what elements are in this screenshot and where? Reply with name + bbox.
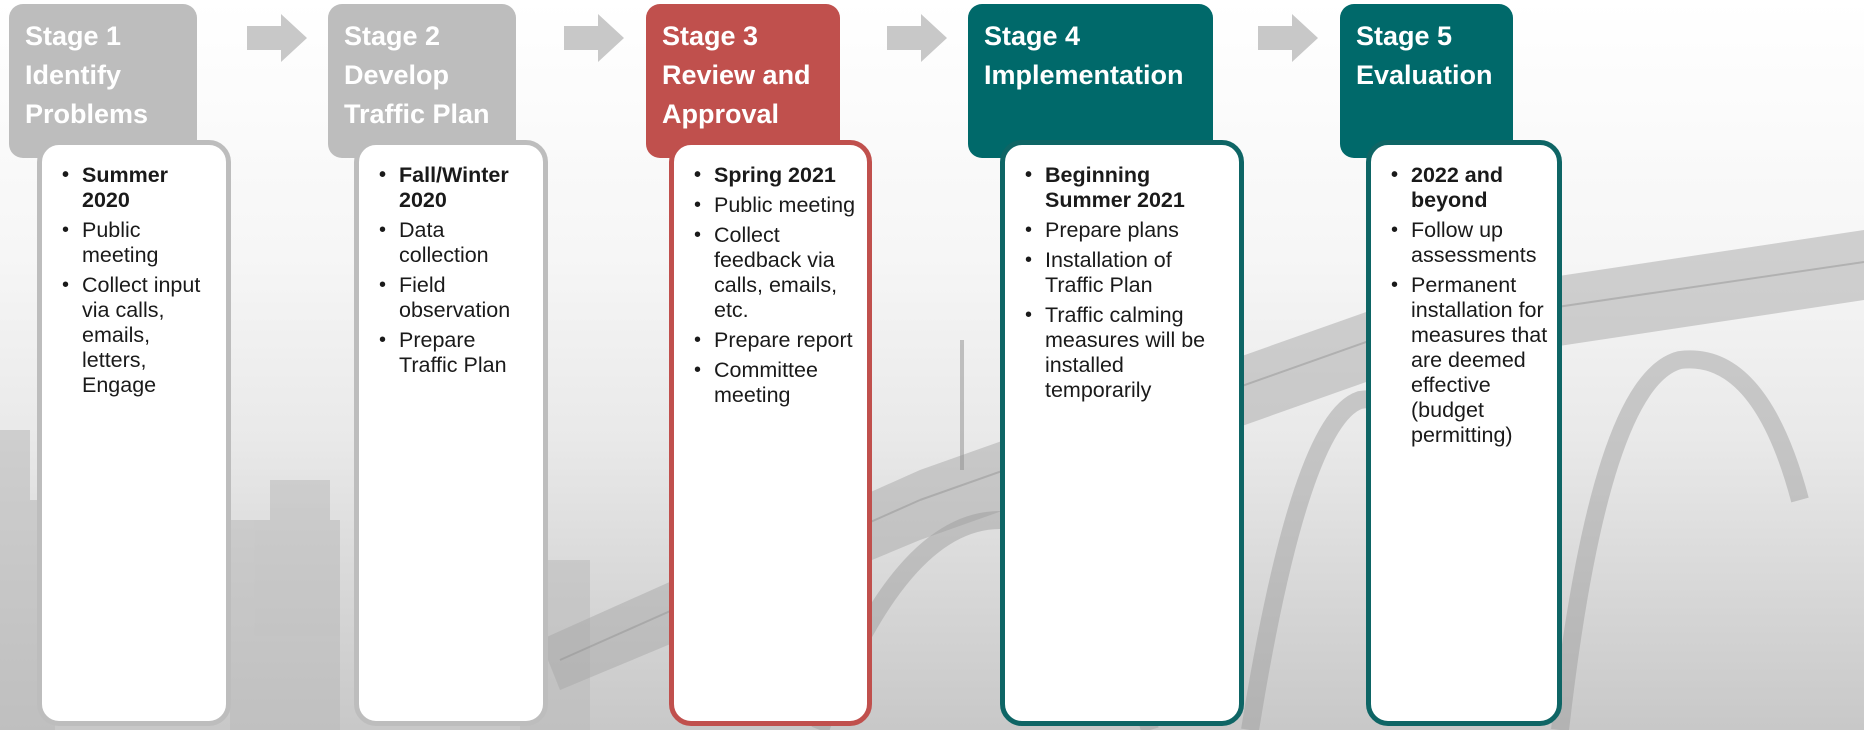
stage-task: Installation of Traffic Plan: [1013, 248, 1231, 298]
arrow-icon: [564, 14, 624, 62]
stage-title: Develop Traffic Plan: [344, 60, 490, 129]
stage-3-details: Spring 2021 Public meeting Collect feedb…: [669, 140, 872, 726]
stage-task: Data collection: [367, 218, 535, 268]
stage-date: Beginning Summer 2021: [1013, 163, 1231, 213]
arrow-icon: [247, 14, 307, 62]
stage-title: Implementation: [984, 60, 1184, 90]
stage-task: Traffic calming measures will be install…: [1013, 303, 1231, 403]
stage-2-header: Stage 2 Develop Traffic Plan: [328, 4, 516, 158]
stage-title: Identify Problems: [25, 60, 149, 129]
stage-task: Collect feedback via calls, emails, etc.: [682, 223, 859, 323]
arrow-icon: [1258, 14, 1318, 62]
stage-4-header: Stage 4 Implementation: [968, 4, 1213, 158]
stage-task: Committee meeting: [682, 358, 859, 408]
stage-task: Prepare plans: [1013, 218, 1231, 243]
stage-4-details: Beginning Summer 2021 Prepare plans Inst…: [1000, 140, 1244, 726]
stage-number: Stage 4: [984, 21, 1081, 51]
stage-title: Review and Approval: [662, 60, 811, 129]
stage-5-header: Stage 5 Evaluation: [1340, 4, 1513, 158]
stage-3-header: Stage 3 Review and Approval: [646, 4, 840, 158]
stage-2-details: Fall/Winter 2020 Data collection Field o…: [354, 140, 548, 726]
stage-number: Stage 3: [662, 21, 759, 51]
stage-task: Public meeting: [50, 218, 218, 268]
stage-1-header: Stage 1 Identify Problems: [9, 4, 197, 158]
stage-date: Spring 2021: [682, 163, 859, 188]
stage-task: Prepare report: [682, 328, 859, 353]
stage-task: Prepare Traffic Plan: [367, 328, 535, 378]
arrow-icon: [887, 14, 947, 62]
stage-number: Stage 5: [1356, 21, 1453, 51]
stage-number: Stage 2: [344, 21, 441, 51]
stage-date: Summer 2020: [50, 163, 218, 213]
stage-5-details: 2022 and beyond Follow up assessments Pe…: [1366, 140, 1562, 726]
stage-title: Evaluation: [1356, 60, 1493, 90]
stage-task: Follow up assessments: [1379, 218, 1549, 268]
stage-task: Permanent installation for measures that…: [1379, 273, 1549, 448]
stage-date: 2022 and beyond: [1379, 163, 1549, 213]
stage-1-details: Summer 2020 Public meeting Collect input…: [37, 140, 231, 726]
stage-task: Field observation: [367, 273, 535, 323]
stage-task: Public meeting: [682, 193, 859, 218]
stage-date: Fall/Winter 2020: [367, 163, 535, 213]
stage-task: Collect input via calls, emails, letters…: [50, 273, 218, 398]
stage-number: Stage 1: [25, 21, 122, 51]
